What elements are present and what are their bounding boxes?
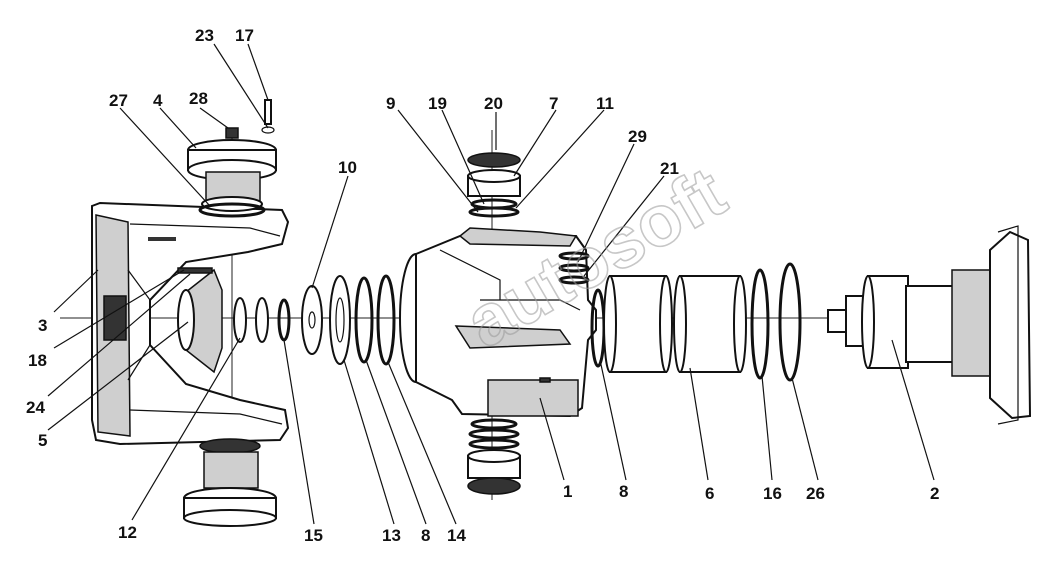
callout-21: 21	[660, 159, 679, 178]
ring-12-b	[255, 297, 269, 343]
callout-20: 20	[484, 94, 503, 113]
ring-12-a	[233, 297, 247, 343]
callout-4: 4	[153, 91, 163, 110]
callout-19: 19	[428, 94, 447, 113]
ring-13	[329, 275, 351, 365]
center-housing	[399, 227, 597, 418]
seal-27	[198, 202, 266, 218]
callout-18: 18	[28, 351, 47, 370]
leader-lines	[47, 43, 935, 525]
ring-26	[778, 262, 802, 382]
yoke-body	[91, 201, 290, 446]
yoke-marking	[148, 237, 176, 241]
grease-nipple-28	[225, 127, 239, 139]
callout-6: 6	[705, 484, 714, 503]
callout-27: 27	[109, 91, 128, 110]
callout-13: 13	[382, 526, 401, 545]
sleeve-a	[603, 275, 673, 373]
callout-29: 29	[628, 127, 647, 146]
sleeve-6	[673, 275, 747, 373]
shaft-flange	[827, 225, 1032, 425]
callout-5: 5	[38, 431, 47, 450]
rings-29-21	[558, 251, 590, 285]
yoke-assembly	[91, 201, 290, 446]
yoke-edge-2	[127, 344, 151, 381]
callout-1: 1	[563, 482, 572, 501]
callout-8-left: 8	[421, 526, 430, 545]
callout-labels: 23 17 27 4 28 9 19 20 7 11 29 10 21 3 18…	[26, 26, 939, 545]
callout-15: 15	[304, 526, 323, 545]
bolt-17	[264, 99, 272, 125]
cross-disc	[177, 267, 223, 374]
callout-11: 11	[596, 94, 614, 113]
callout-26: 26	[806, 484, 825, 503]
lower-bearing-cap	[183, 438, 277, 527]
ring-15	[277, 298, 291, 342]
yoke-lower-ear	[129, 409, 283, 425]
callout-17: 17	[235, 26, 254, 45]
ring-14	[376, 274, 396, 366]
callout-9: 9	[386, 94, 395, 113]
callout-23: 23	[195, 26, 214, 45]
callout-2: 2	[930, 484, 939, 503]
callout-3: 3	[38, 316, 47, 335]
callout-10: 10	[338, 158, 357, 177]
upper-bearing-cap	[187, 99, 277, 218]
callout-28: 28	[189, 89, 208, 108]
callout-16: 16	[763, 484, 782, 503]
callout-24: 24	[26, 398, 45, 417]
upper-trunnion-stack	[467, 152, 521, 218]
washer-10	[301, 285, 323, 355]
callout-12: 12	[118, 523, 137, 542]
callout-7: 7	[549, 94, 558, 113]
callout-8-right: 8	[619, 482, 628, 501]
lower-trunnion-stack	[467, 418, 521, 495]
ring-16	[750, 268, 770, 380]
yoke-slot	[103, 295, 127, 341]
small-rings	[233, 297, 291, 343]
yoke-edge	[127, 269, 151, 301]
callout-14: 14	[447, 526, 466, 545]
yoke-upper-ear	[129, 223, 281, 237]
rings-13-8-14	[329, 274, 396, 366]
bolt-18	[177, 267, 213, 274]
ring-8-left	[354, 276, 374, 364]
